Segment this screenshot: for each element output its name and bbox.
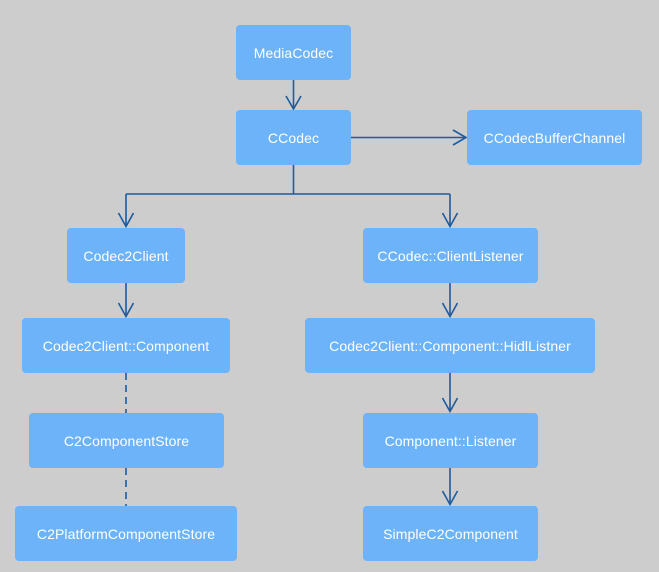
node-ccodecbufferchannel[interactable]: CCodecBufferChannel bbox=[467, 110, 642, 165]
node-simplec2component-label: SimpleC2Component bbox=[383, 525, 518, 542]
node-ccodecbufferchannel-label: CCodecBufferChannel bbox=[483, 129, 626, 146]
edge-ccodecclientlistener-to-hidllistner bbox=[441, 283, 459, 319]
edge-ccodec-to-ccodecbufferchannel bbox=[351, 129, 468, 146]
edge-codec2client-to-codec2clientcomponent bbox=[117, 283, 135, 319]
node-mediacodec-label: MediaCodec bbox=[253, 44, 334, 61]
node-ccodec-clientlistener-label: CCodec::ClientListener bbox=[377, 247, 524, 264]
node-c2componentstore[interactable]: C2ComponentStore bbox=[29, 413, 224, 468]
edge-mediacodec-to-ccodec bbox=[285, 80, 302, 111]
node-c2componentstore-label: C2ComponentStore bbox=[63, 432, 190, 449]
node-mediacodec[interactable]: MediaCodec bbox=[236, 25, 351, 80]
edge-hidllistner-to-componentlistener bbox=[441, 373, 459, 414]
node-ccodec[interactable]: CCodec bbox=[236, 110, 351, 165]
edge-ccodec-to-codec2client bbox=[117, 194, 135, 229]
edge-ccodec-branch-bus bbox=[126, 165, 450, 195]
edge-componentlistener-to-simplec2component bbox=[441, 468, 459, 507]
node-codec2client-component-label: Codec2Client::Component bbox=[42, 337, 210, 354]
node-codec2client-component-hidllistner[interactable]: Codec2Client::Component::HidlListner bbox=[305, 318, 595, 373]
node-simplec2component[interactable]: SimpleC2Component bbox=[363, 506, 538, 561]
node-ccodec-clientlistener[interactable]: CCodec::ClientListener bbox=[363, 228, 538, 283]
node-codec2client-component[interactable]: Codec2Client::Component bbox=[22, 318, 230, 373]
node-codec2client[interactable]: Codec2Client bbox=[67, 228, 185, 283]
node-codec2client-label: Codec2Client bbox=[83, 247, 169, 264]
node-c2platformcomponentstore-label: C2PlatformComponentStore bbox=[36, 525, 216, 542]
node-component-listener[interactable]: Component::Listener bbox=[363, 413, 538, 468]
node-ccodec-label: CCodec bbox=[267, 129, 320, 146]
node-c2platformcomponentstore[interactable]: C2PlatformComponentStore bbox=[15, 506, 237, 561]
node-component-listener-label: Component::Listener bbox=[384, 432, 517, 449]
node-codec2client-component-hidllistner-label: Codec2Client::Component::HidlListner bbox=[329, 337, 571, 354]
edge-ccodec-to-ccodecclientlistener bbox=[441, 194, 459, 229]
